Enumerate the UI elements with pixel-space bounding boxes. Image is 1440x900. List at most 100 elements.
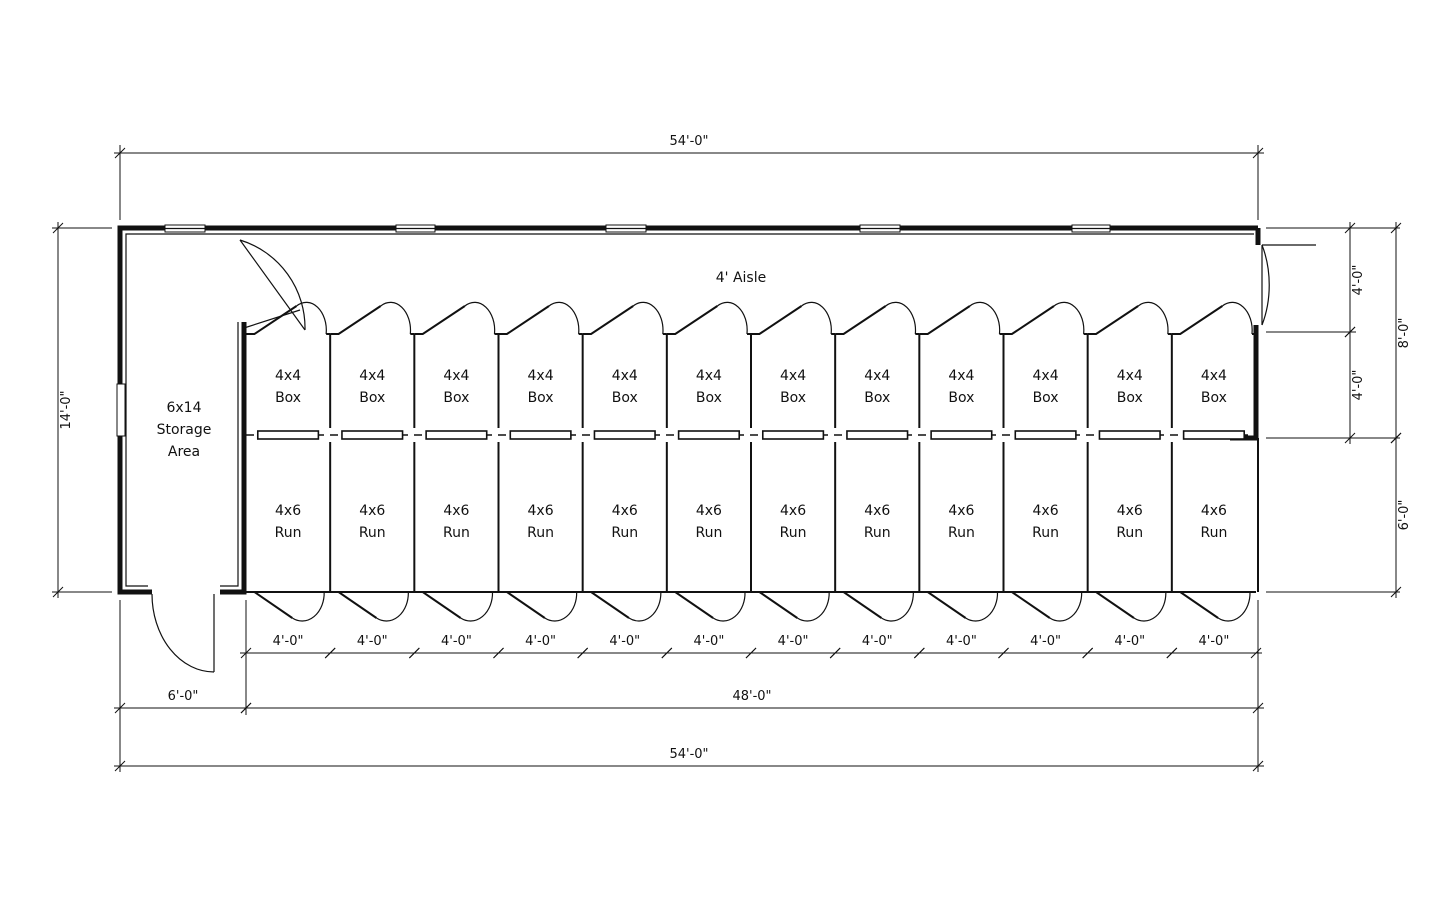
dim-left-height-text: 14'-0" [59, 390, 74, 429]
box-gate-2 [414, 305, 466, 335]
pass-door-2 [425, 430, 488, 440]
run-gate-4 [582, 591, 630, 619]
box-gate-10 [1087, 305, 1139, 335]
run-gate-swing-4 [628, 591, 662, 622]
run-gate-swing-10 [1133, 591, 1167, 622]
box-gate-swing-8 [969, 301, 1001, 335]
box-gate-swing-9 [1053, 301, 1085, 335]
box-label-line1: 4x4 [864, 368, 890, 384]
box-gate-11 [1171, 305, 1223, 335]
box-gate-3 [498, 305, 550, 335]
dim-runs-total-tick-a [240, 702, 252, 714]
run-gate-swing-1 [376, 591, 409, 622]
run-label-line2: Run [1116, 525, 1143, 541]
room-labels: 4' Aisle 6x14 Storage Area [157, 270, 767, 460]
pass-door-6 [761, 430, 825, 440]
dim-unit-7-text: 4'-0" [862, 634, 893, 649]
exterior-door-swing [151, 593, 215, 673]
box-gate-swing-7 [885, 301, 917, 335]
dim-right-box-text: 4'-0" [1351, 370, 1366, 401]
storage-partition [220, 322, 247, 595]
run-label-line2: Run [1200, 525, 1227, 541]
run-gate-2 [414, 591, 462, 619]
pass-door-4 [593, 430, 656, 440]
dim-right-aisle-box-text: 8'-0" [1397, 318, 1412, 349]
box-gate-4 [582, 305, 634, 335]
dim-right-run-text: 6'-0" [1397, 500, 1412, 531]
storage-label-line1: 6x14 [166, 400, 201, 416]
storage-partition-inner [220, 322, 239, 587]
box-gate-swing-11 [1221, 301, 1253, 335]
pass-door-1 [341, 430, 404, 440]
dim-unit-6-text: 4'-0" [778, 634, 809, 649]
dim-storage-width-tick-a [114, 702, 126, 714]
box-label-line1: 4x4 [1117, 368, 1143, 384]
run-gate-7 [835, 591, 883, 619]
dim-unit-9-tick-a [998, 647, 1009, 659]
run-label-line1: 4x6 [528, 503, 554, 519]
run-gate-swing-5 [712, 591, 746, 622]
pass-door-11 [1182, 430, 1246, 440]
run-label-line2: Run [527, 525, 554, 541]
run-label-line1: 4x6 [1201, 503, 1227, 519]
dim-unit-6-tick-a [745, 647, 757, 659]
dim-unit-5-tick-a [661, 647, 673, 659]
run-label-line1: 4x6 [696, 503, 722, 519]
box-gate-swing-2 [464, 301, 496, 335]
run-label-line1: 4x6 [1033, 503, 1059, 519]
run-label-line1: 4x6 [275, 503, 301, 519]
pass-door-0 [256, 430, 320, 440]
box-gate-7 [835, 305, 887, 335]
storage-label-line2: Storage [157, 422, 212, 438]
dim-right-box-tick-b [1344, 432, 1356, 444]
box-label-line1: 4x4 [1033, 368, 1059, 384]
building-walls [116, 224, 1316, 673]
dimension-lines: 54'-0" 4'-0" 4'-0" 4'-0" 4'-0" 4'-0" 4'-0" 4'-0… [52, 134, 1412, 772]
end-door-swing [1261, 244, 1270, 326]
box-label-line1: 4x4 [780, 368, 806, 384]
box-label-line1: 4x4 [696, 368, 722, 384]
run-gate-3 [498, 591, 546, 619]
box-gate-swing-10 [1137, 301, 1169, 335]
dim-left-height-tick-b [52, 586, 64, 598]
dim-unit-8-tick-a [913, 647, 925, 659]
dim-right-aisle-text: 4'-0" [1351, 265, 1366, 296]
run-label-line1: 4x6 [1117, 503, 1143, 519]
box-label-line2: Box [696, 390, 722, 406]
run-label-line2: Run [695, 525, 722, 541]
dim-unit-8-text: 4'-0" [946, 634, 977, 649]
dim-runs-total-text: 48'-0" [732, 689, 771, 704]
dim-unit-3-text: 4'-0" [525, 634, 556, 649]
run-gate-swing-3 [544, 591, 578, 622]
dim-bottom-overall-text: 54'-0" [669, 747, 708, 762]
run-label-line1: 4x6 [359, 503, 385, 519]
run-label-line2: Run [1032, 525, 1059, 541]
dim-unit-11-tick-a [1166, 647, 1178, 659]
box-gate-1 [330, 305, 382, 335]
pass-door-5 [677, 430, 741, 440]
dim-right-run-tick-a [1390, 432, 1402, 444]
dim-unit-3-tick-a [493, 647, 504, 659]
dim-unit-1-tick-a [324, 647, 336, 659]
storage-label-line3: Area [168, 444, 200, 460]
run-label-line1: 4x6 [612, 503, 638, 519]
box-gate-0 [246, 305, 298, 335]
box-label-line2: Box [528, 390, 554, 406]
box-label-line2: Box [612, 390, 638, 406]
box-gate-swing-6 [801, 301, 832, 335]
box-gate-swing-3 [548, 301, 580, 335]
dim-bottom-overall-tick-b [1252, 760, 1264, 772]
dim-left-height-tick-a [52, 222, 64, 234]
dim-unit-2-text: 4'-0" [441, 634, 472, 649]
run-label-line1: 4x6 [443, 503, 469, 519]
run-label-line1: 4x6 [864, 503, 890, 519]
box-label-line2: Box [1033, 390, 1059, 406]
run-gate-9 [1003, 591, 1051, 619]
dim-unit-10-tick-a [1082, 647, 1094, 659]
run-gate-0 [246, 591, 293, 619]
run-label-line2: Run [864, 525, 891, 541]
run-gate-10 [1087, 591, 1135, 619]
box-label-line2: Box [359, 390, 385, 406]
dim-unit-9-text: 4'-0" [1030, 634, 1061, 649]
